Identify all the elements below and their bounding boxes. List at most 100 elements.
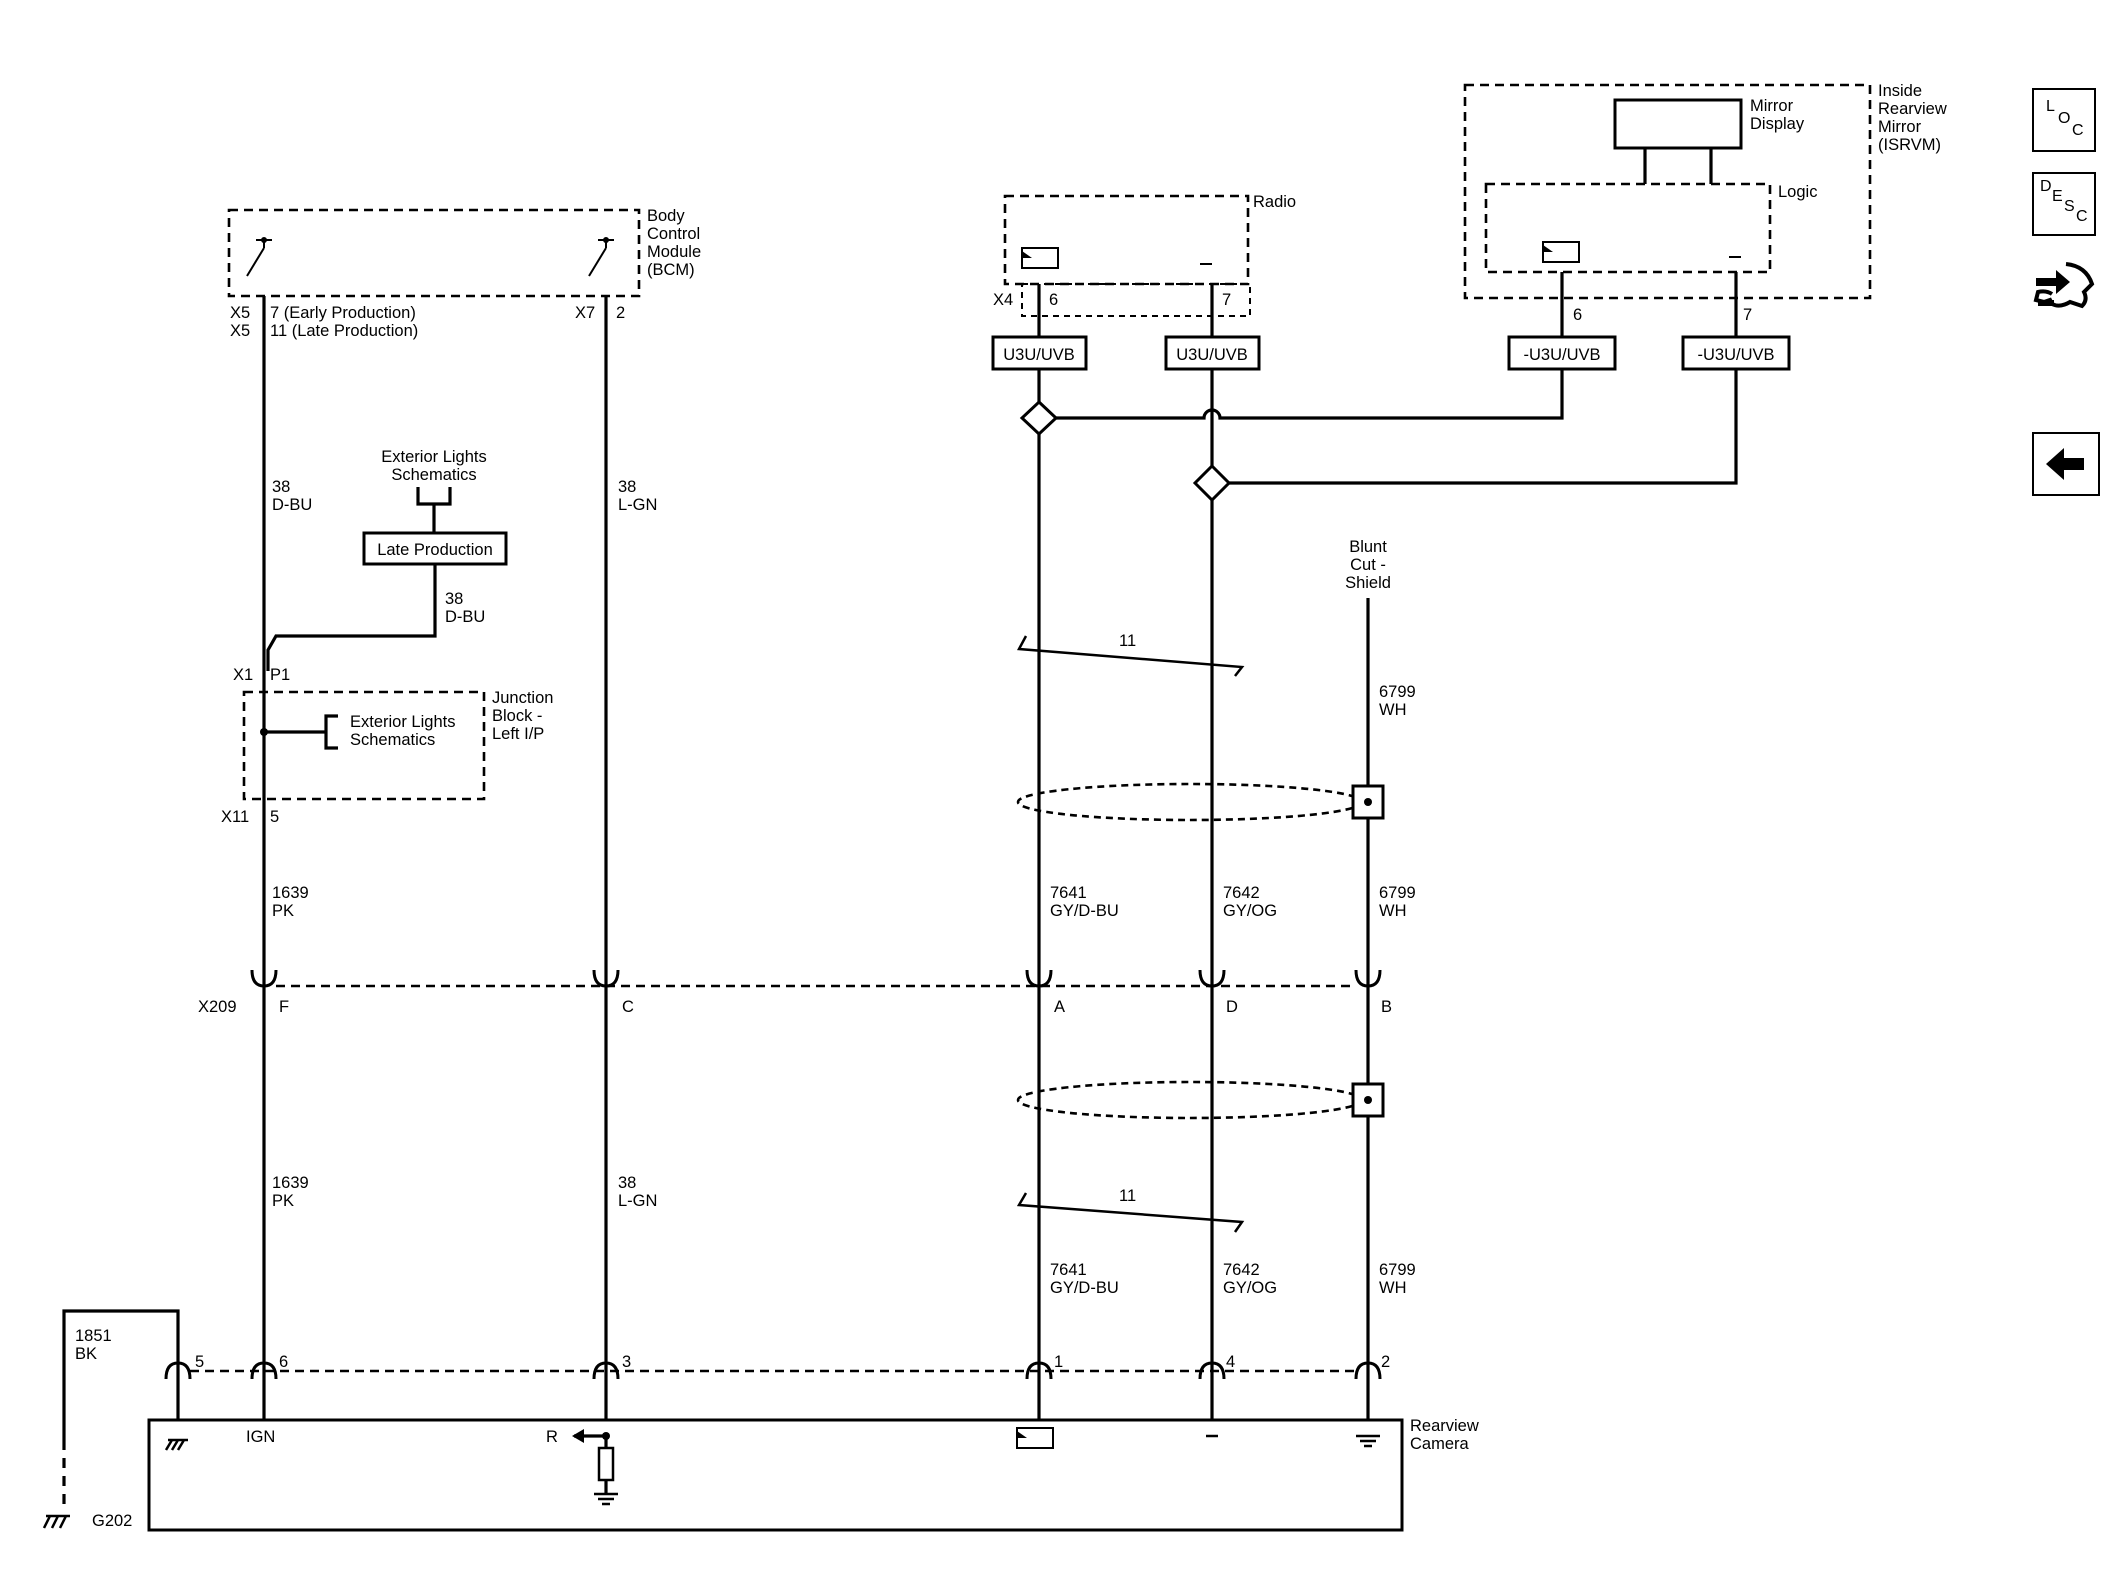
svg-text:Mirror: Mirror — [1750, 97, 1794, 115]
svg-text:7642: 7642 — [1223, 1261, 1260, 1279]
bcm-connector-labels: X5 X5 7 (Early Production) 11 (Late Prod… — [230, 304, 625, 340]
late-production-branch: Exterior Lights Schematics Late Producti… — [266, 448, 508, 671]
desc-letter-c: C — [2076, 208, 2088, 225]
svg-text:IGN: IGN — [246, 1428, 275, 1446]
svg-text:-U3U/UVB: -U3U/UVB — [1523, 346, 1600, 364]
back-arrow-icon[interactable] — [2032, 432, 2100, 496]
connector-pin-cup — [1198, 1361, 1226, 1380]
connector-pin-cup — [1025, 969, 1053, 988]
svg-text:11: 11 — [1119, 1187, 1136, 1205]
svg-text:Cut -: Cut - — [1350, 556, 1386, 574]
svg-text:GY/OG: GY/OG — [1223, 902, 1277, 920]
svg-text:-U3U/UVB: -U3U/UVB — [1697, 346, 1774, 364]
svg-text:Shield: Shield — [1345, 574, 1391, 592]
svg-text:Control: Control — [647, 225, 700, 243]
svg-text:U3U/UVB: U3U/UVB — [1176, 346, 1248, 364]
location-button[interactable]: L O C — [2032, 88, 2096, 152]
desc-letter-e: E — [2052, 188, 2063, 205]
svg-text:Schematics: Schematics — [350, 731, 435, 749]
svg-text:Camera: Camera — [1410, 1435, 1470, 1453]
connector-pin-cup — [1025, 1361, 1053, 1380]
svg-text:38: 38 — [618, 1174, 636, 1192]
svg-text:C: C — [622, 998, 634, 1016]
wire-labels: 38 D-BU 38 L-GN 38 D-BU 6799 WH 1639 PK … — [75, 478, 1416, 1363]
svg-text:Display: Display — [1750, 115, 1805, 133]
svg-text:7641: 7641 — [1050, 1261, 1087, 1279]
svg-text:6: 6 — [279, 1353, 288, 1371]
camera-pin-cups — [164, 1361, 1382, 1380]
svg-text:38: 38 — [445, 590, 463, 608]
svg-text:PK: PK — [272, 902, 294, 920]
splice-a — [1019, 399, 1059, 437]
svg-text:Exterior Lights: Exterior Lights — [350, 713, 455, 731]
connector-pin-cup — [1354, 969, 1382, 988]
isrvm-module: Inside Rearview Mirror (ISRVM) Mirror Di… — [1463, 82, 1947, 324]
splice-d — [1192, 463, 1232, 503]
junction-block: Junction Block - Left I/P Exterior Light… — [221, 666, 553, 826]
svg-text:Blunt: Blunt — [1349, 538, 1387, 556]
svg-text:1639: 1639 — [272, 884, 309, 902]
connector-pin-cup — [1354, 1361, 1382, 1380]
svg-text:X5: X5 — [230, 304, 250, 322]
svg-text:BK: BK — [75, 1345, 97, 1363]
svg-text:6: 6 — [1573, 306, 1582, 324]
svg-text:6: 6 — [1049, 291, 1058, 309]
svg-text:Inside: Inside — [1878, 82, 1922, 100]
twisted-pair-bottom: 11 — [1016, 1187, 1245, 1233]
svg-text:Exterior Lights: Exterior Lights — [381, 448, 486, 466]
svg-text:D-BU: D-BU — [445, 608, 485, 626]
svg-text:WH: WH — [1379, 701, 1407, 719]
svg-text:1851: 1851 — [75, 1327, 112, 1345]
svg-text:GY/OG: GY/OG — [1223, 1279, 1277, 1297]
svg-text:1: 1 — [1054, 1353, 1063, 1371]
svg-text:U3U/UVB: U3U/UVB — [1003, 346, 1075, 364]
svg-text:F: F — [279, 998, 289, 1016]
svg-text:PK: PK — [272, 1192, 294, 1210]
connector-pin-cup — [592, 969, 620, 988]
svg-text:X5: X5 — [230, 322, 250, 340]
svg-text:L-GN: L-GN — [618, 496, 657, 514]
svg-text:G202: G202 — [92, 1512, 132, 1530]
svg-text:7642: 7642 — [1223, 884, 1260, 902]
svg-text:6799: 6799 — [1379, 884, 1416, 902]
svg-text:11: 11 — [1119, 632, 1136, 650]
svg-text:Mirror: Mirror — [1878, 118, 1922, 136]
description-button[interactable]: D E S C — [2032, 172, 2096, 236]
svg-text:GY/D-BU: GY/D-BU — [1050, 1279, 1119, 1297]
svg-text:Radio: Radio — [1253, 193, 1296, 211]
loc-letter-l: L — [2046, 98, 2055, 115]
svg-text:Left I/P: Left I/P — [492, 725, 544, 743]
svg-text:38: 38 — [272, 478, 290, 496]
twisted-pair-top: 11 — [1016, 632, 1245, 677]
svg-text:A: A — [1054, 998, 1065, 1016]
svg-text:Rearview: Rearview — [1878, 100, 1947, 118]
svg-text:Body: Body — [647, 207, 685, 225]
svg-text:4: 4 — [1226, 1353, 1235, 1371]
bcm-module: Body Control Module (BCM) — [227, 207, 701, 298]
connector-tool-icon[interactable] — [2030, 256, 2100, 320]
connector-pin-cup — [250, 1361, 278, 1380]
loc-letter-c: C — [2072, 122, 2084, 139]
wire-runs — [62, 272, 1738, 1510]
svg-text:B: B — [1381, 998, 1392, 1016]
connector-pin-cup — [592, 1361, 620, 1380]
svg-text:GY/D-BU: GY/D-BU — [1050, 902, 1119, 920]
svg-text:X1: X1 — [233, 666, 253, 684]
desc-letter-s: S — [2064, 198, 2075, 215]
svg-text:Block -: Block - — [492, 707, 542, 725]
svg-text:Module: Module — [647, 243, 701, 261]
svg-text:WH: WH — [1379, 1279, 1407, 1297]
svg-text:2: 2 — [616, 304, 625, 322]
blunt-cut-shield: Blunt Cut - Shield — [1345, 538, 1391, 592]
svg-text:D: D — [1226, 998, 1238, 1016]
connector-x209: X209 F C A D B — [198, 984, 1392, 1016]
svg-text:7641: 7641 — [1050, 884, 1087, 902]
rearview-camera: Rearview Camera IGN R — [147, 1417, 1479, 1532]
svg-text:6799: 6799 — [1379, 683, 1416, 701]
shield-bottom — [1016, 1080, 1385, 1120]
radio-module: Radio X4 6 7 — [993, 193, 1296, 317]
svg-text:D-BU: D-BU — [272, 496, 312, 514]
svg-text:(ISRVM): (ISRVM) — [1878, 136, 1941, 154]
svg-text:5: 5 — [195, 1353, 204, 1371]
